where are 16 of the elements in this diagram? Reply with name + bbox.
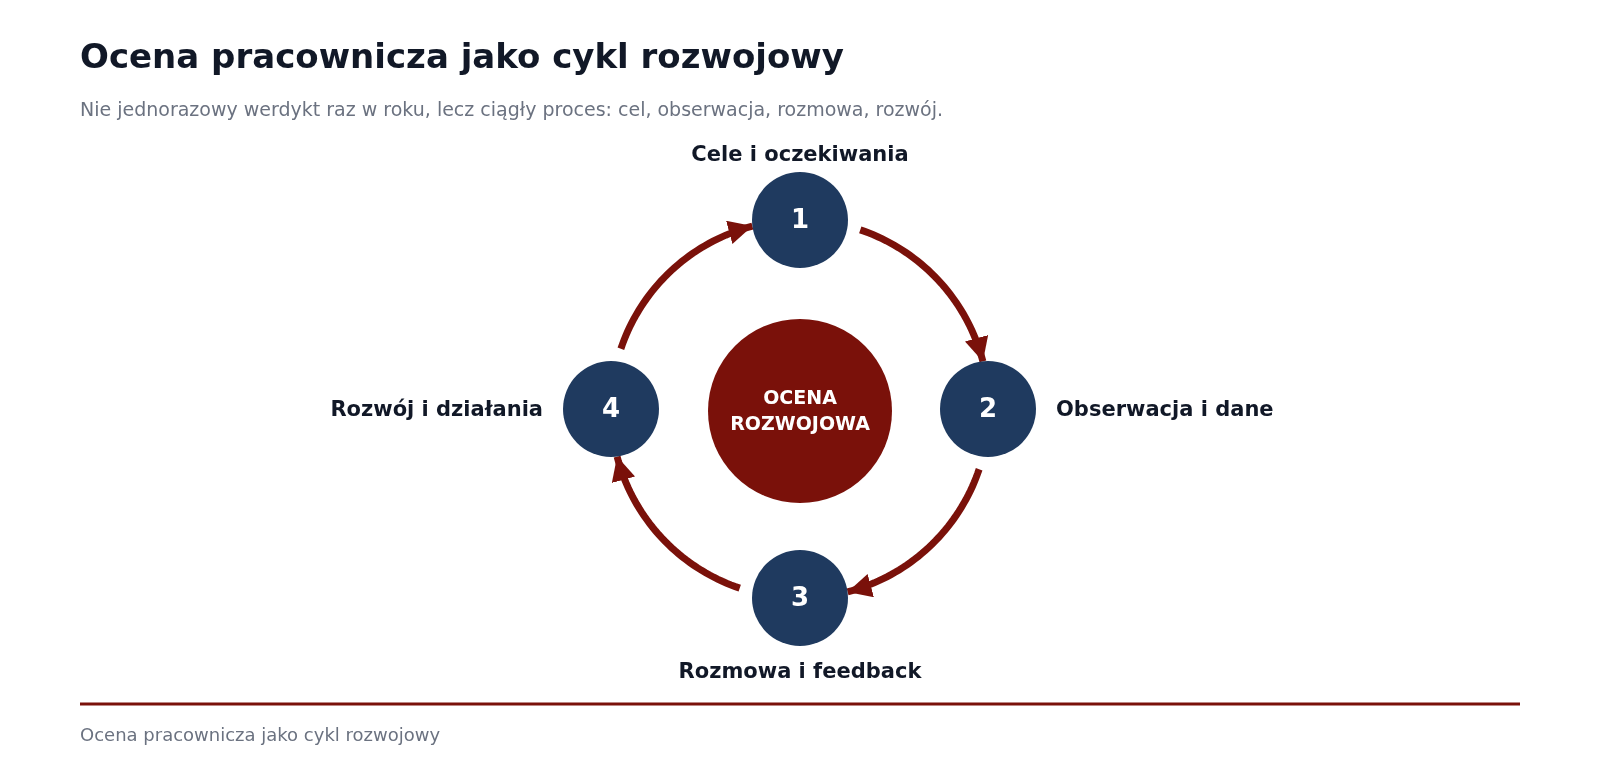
step-number: 4 [600, 392, 622, 426]
step-label: Obserwacja i dane [1056, 397, 1274, 421]
subtitle: Nie jednorazowy werdykt raz w roku, lecz ciągły proces: cel, obserwacja, rozmowa, rozwój. [80, 98, 944, 120]
cycle-arrow [617, 220, 754, 350]
step-label: Cele i oczekiwania [691, 142, 909, 166]
footer-text: Ocena pracownicza jako cykl rozwojowy [80, 724, 441, 745]
cycle-arrow [859, 226, 989, 363]
cycle-arrow [611, 455, 741, 592]
title: Ocena pracownicza jako cykl rozwojowy [80, 36, 844, 76]
step-label: Rozwój i działania [330, 397, 543, 421]
step-number: 1 [789, 203, 811, 237]
step-number: 3 [789, 581, 811, 615]
step-number: 2 [977, 392, 999, 426]
center-label: OCENA ROZWOJOWA [729, 385, 871, 436]
step-label: Rozmowa i feedback [678, 659, 922, 683]
cycle-arrow [846, 468, 983, 598]
